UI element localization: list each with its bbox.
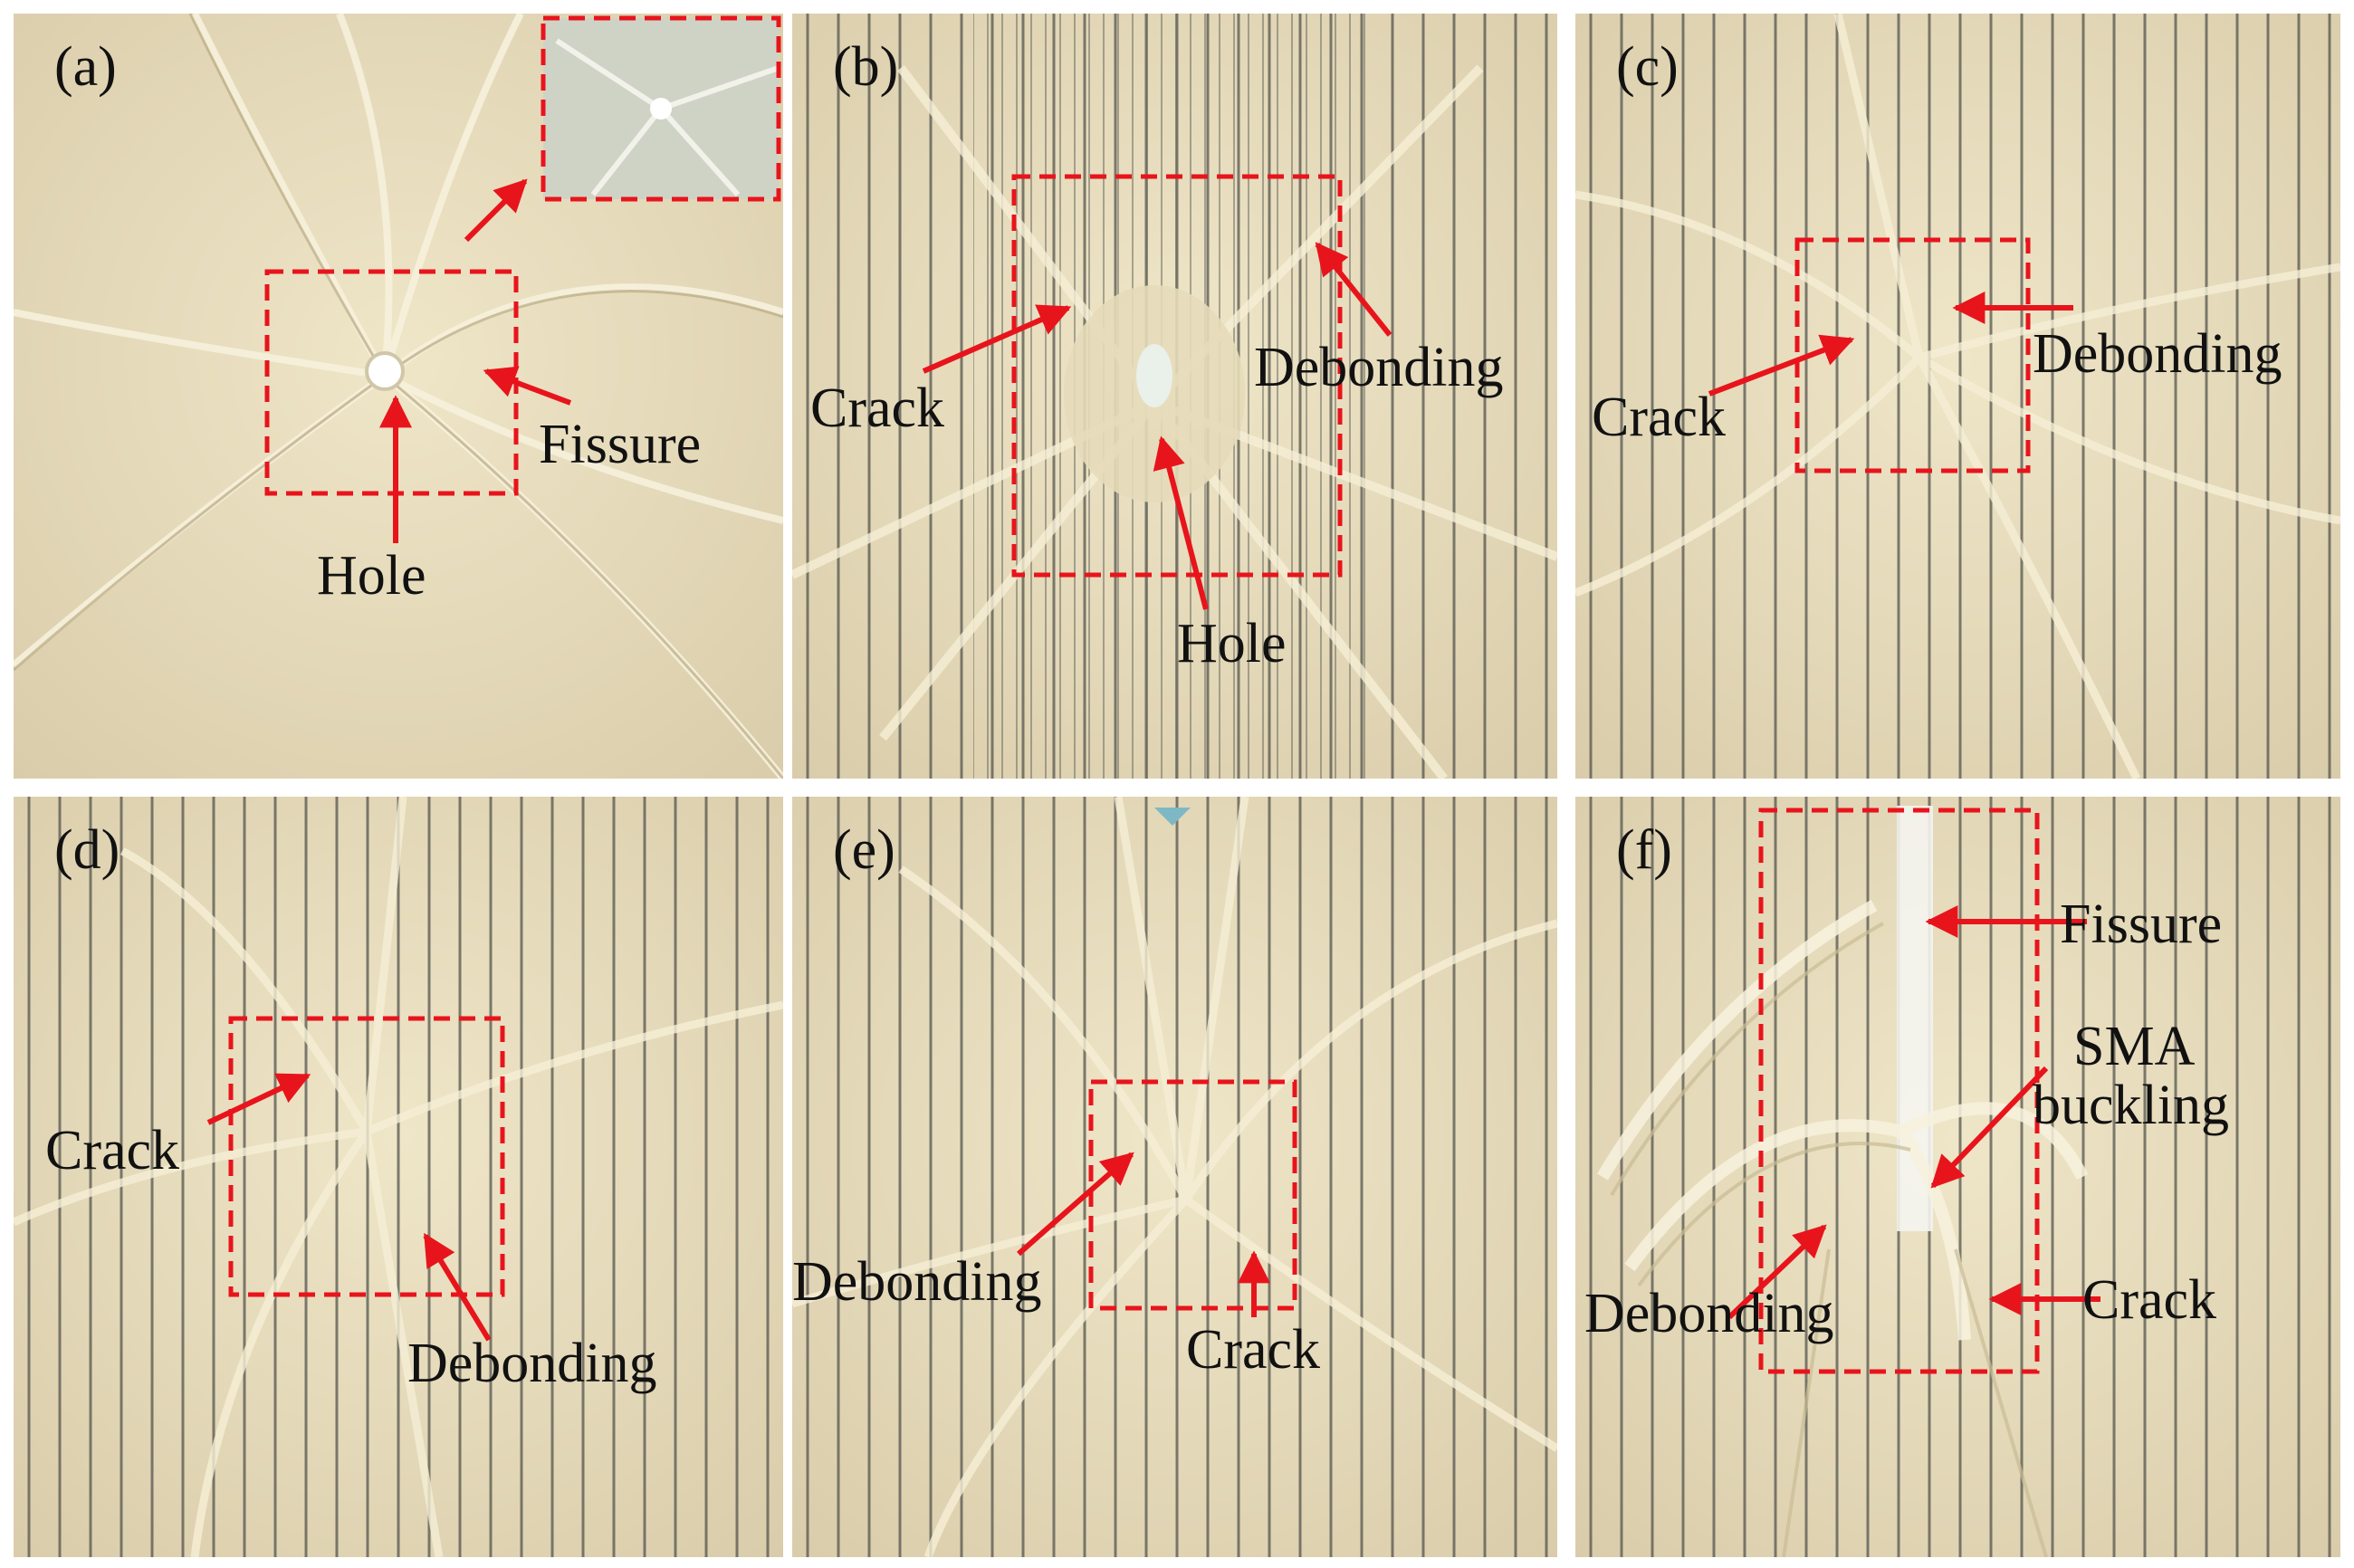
label-buckling: buckling [2033, 1075, 2229, 1136]
label-crack: Crack [1186, 1319, 1321, 1381]
label-debonding: Debonding [1254, 337, 1504, 398]
label-crack: Crack [810, 378, 945, 439]
label-crack: Crack [1592, 387, 1727, 448]
label-debonding: Debonding [407, 1333, 657, 1394]
label-hole: Hole [317, 545, 426, 607]
panel-e-tag: (e) [833, 819, 895, 881]
label-crack: Crack [2082, 1269, 2217, 1331]
panel-a: (a) Fissure Hole [14, 14, 783, 779]
panel-e-photo [792, 797, 1557, 1557]
panel-a-photo [14, 14, 783, 779]
panel-d: (d) Crack Debonding [14, 797, 783, 1557]
label-crack: Crack [45, 1120, 180, 1181]
panel-c-tag: (c) [1616, 36, 1679, 98]
panel-a-tag: (a) [54, 36, 117, 98]
label-fissure: Fissure [539, 414, 702, 475]
label-fissure: Fissure [2060, 894, 2223, 955]
label-sma: SMA [2073, 1016, 2196, 1077]
panel-b-tag: (b) [833, 36, 899, 98]
panel-b: (b) Crack Debonding Hole [792, 14, 1557, 779]
label-debonding: Debonding [1584, 1283, 1834, 1344]
panel-e: (e) Debonding Crack [792, 797, 1557, 1557]
label-debonding: Debonding [792, 1251, 1042, 1313]
panel-d-tag: (d) [54, 819, 120, 881]
panel-c: (c) Crack Debonding [1575, 14, 2340, 779]
label-hole: Hole [1177, 613, 1287, 674]
label-debonding: Debonding [2033, 323, 2282, 385]
panel-f-photo [1575, 797, 2340, 1557]
panel-f: (f) Fissure SMA buckling Debonding Crack [1575, 797, 2340, 1557]
panel-f-tag: (f) [1616, 819, 1672, 881]
